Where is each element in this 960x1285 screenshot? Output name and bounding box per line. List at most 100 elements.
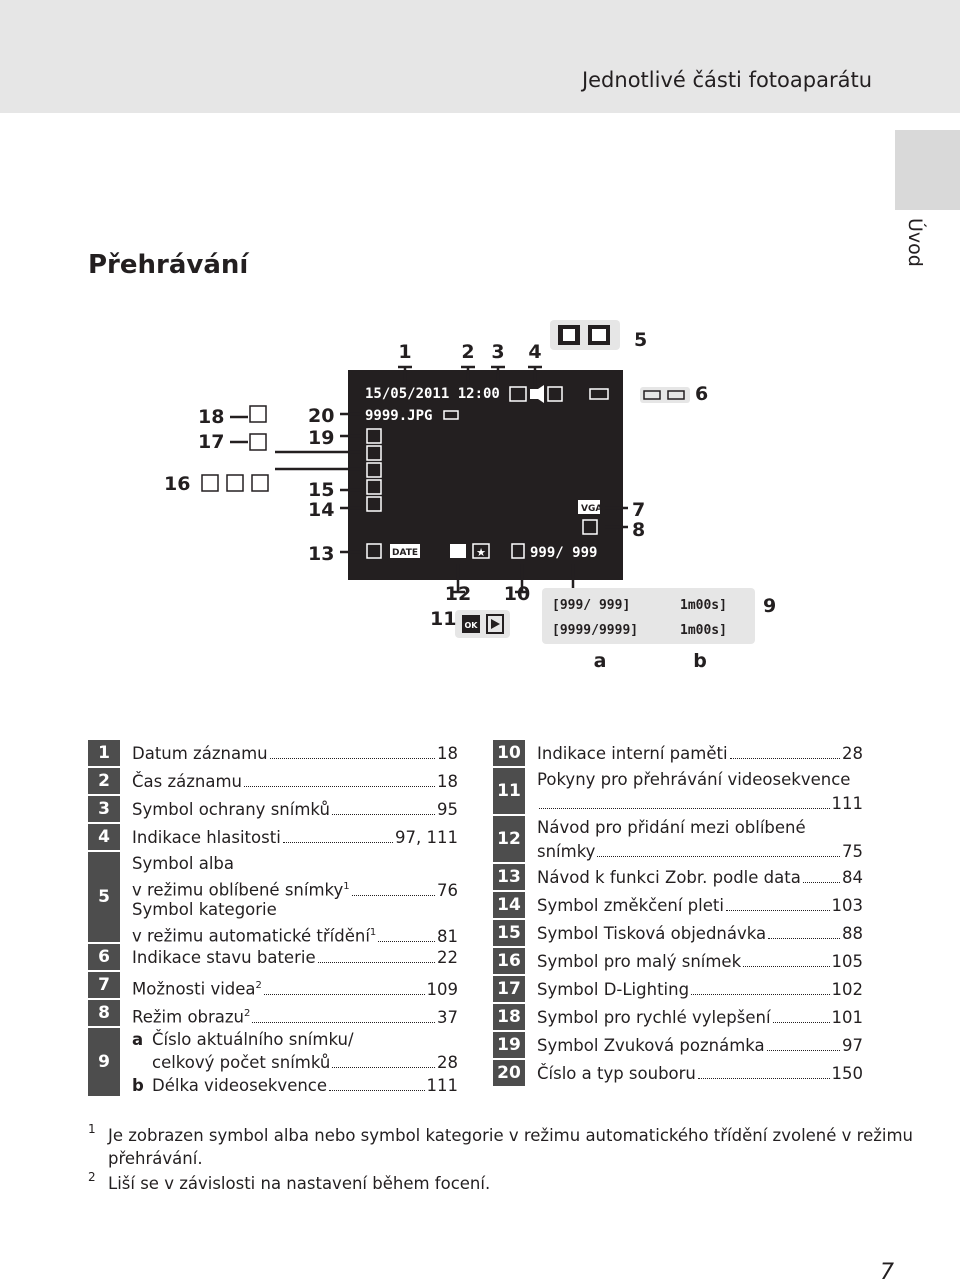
- date-icon: [390, 544, 420, 558]
- legend-page: 76: [437, 880, 458, 900]
- legend-label: Indikace stavu baterie: [132, 948, 316, 967]
- footnote-mark: 2: [88, 1170, 96, 1184]
- small-picture-1-icon: [201, 474, 219, 492]
- legend-label: Symbol D-Lighting: [537, 980, 690, 999]
- callout-15: 15: [308, 479, 334, 501]
- length-b1: 1m00s]: [680, 598, 727, 613]
- legend-label: Režim obrazu: [132, 1007, 245, 1027]
- side-tab-label: Úvod: [904, 218, 926, 267]
- legend-label: Pokyny pro přehrávání videosekvence: [537, 770, 851, 789]
- legend-label: Symbol změkčení pleti: [537, 896, 724, 915]
- print-order-icon: [366, 479, 382, 495]
- legend-num: 2: [88, 768, 120, 796]
- image-mode-icon: [582, 519, 598, 535]
- small-picture-2-icon: [226, 474, 244, 492]
- header-band: [0, 0, 960, 113]
- legend-label: Návod pro přidání mezi oblíbené: [537, 818, 806, 837]
- legend-page: 75: [842, 842, 863, 861]
- callout-9: 9: [763, 595, 776, 617]
- legend-page: 18: [437, 772, 458, 791]
- legend-label: Symbol kategorie: [132, 900, 277, 919]
- sound-w-icon: [509, 386, 527, 402]
- date-text: DATE: [392, 548, 418, 558]
- ok-icon: [450, 544, 466, 558]
- playback-screen-diagram: 15/05/2011 12:00 9999.JPG VGA DATE ★ 999…: [164, 320, 776, 672]
- legend-page: 37: [437, 1007, 458, 1027]
- callout-14: 14: [308, 499, 334, 521]
- legend-num: 8: [88, 1000, 120, 1028]
- legend-label: Číslo aktuálního snímku/: [152, 1030, 354, 1049]
- legend-num: 13: [493, 864, 525, 892]
- legend-label: Indikace hlasitosti: [132, 828, 281, 847]
- internal-memory-icon: [511, 543, 525, 559]
- callout-8: 8: [632, 519, 645, 541]
- legend-page: 97, 111: [395, 828, 458, 847]
- legend-num: 7: [88, 972, 120, 1000]
- callout-2: 2: [461, 341, 474, 363]
- callout-3: 3: [491, 341, 504, 363]
- footnote-2: 2 Liší se v závislosti na nastavení běhe…: [88, 1170, 918, 1196]
- legend-label: Číslo a typ souboru: [537, 1064, 696, 1083]
- legend-page: 101: [831, 1008, 864, 1027]
- vga-text: VGA: [581, 504, 602, 514]
- legend-label: Datum záznamu: [132, 744, 268, 763]
- legend-num: 9: [88, 1028, 120, 1098]
- callout-6: 6: [695, 383, 708, 405]
- legend-page: 111: [426, 1076, 459, 1095]
- legend-num: 15: [493, 920, 525, 948]
- callout-12: 12: [445, 583, 471, 605]
- voice-memo-icon: [366, 428, 382, 444]
- battery-indicator-group: [640, 387, 690, 403]
- screen-filename: 9999.JPG: [365, 408, 432, 424]
- movie-options-icon: [578, 500, 600, 514]
- callout-10: 10: [504, 583, 530, 605]
- counter-a2: [9999/9999]: [552, 623, 638, 638]
- footnote-1: 1 Je zobrazen symbol alba nebo symbol ka…: [88, 1122, 918, 1170]
- legend-row: 15 Symbol Tisková objednávka 88: [493, 920, 863, 948]
- sub-mark-a: a: [132, 1030, 144, 1049]
- d-lighting-outside-icon: [249, 433, 267, 451]
- callout-11: 11: [430, 608, 456, 630]
- footnote-mark: 1: [88, 1122, 96, 1136]
- legend-num: 20: [493, 1060, 525, 1088]
- legend-num: 1: [88, 740, 120, 768]
- legend-page: 88: [842, 924, 863, 943]
- legend-page: 97: [842, 1036, 863, 1055]
- legend-num: 18: [493, 1004, 525, 1032]
- legend-num: 14: [493, 892, 525, 920]
- legend-label: Symbol pro rychlé vylepšení: [537, 1008, 771, 1027]
- legend-num: 6: [88, 944, 120, 972]
- legend-page: 95: [437, 800, 458, 819]
- legend-row: 12 Návod pro přidání mezi oblíbené snímk…: [493, 816, 863, 864]
- legend-label: snímky: [537, 842, 596, 861]
- legend-page: 105: [831, 952, 864, 971]
- legend-page: 22: [437, 948, 458, 967]
- legend-num: 11: [493, 768, 525, 816]
- skin-softening-icon: [366, 496, 382, 512]
- callout-b: b: [693, 650, 707, 672]
- legend-label: Symbol Tisková objednávka: [537, 924, 767, 943]
- legend-label: Symbol pro malý snímek: [537, 952, 742, 971]
- legend-row: 11 Pokyny pro přehrávání videosekvence 1…: [493, 768, 863, 816]
- legend-label: celkový počet snímků: [152, 1053, 331, 1072]
- legend-label: Délka videosekvence: [152, 1076, 328, 1095]
- legend-page: 28: [437, 1053, 458, 1072]
- legend-label: Indikace interní paměti: [537, 744, 728, 763]
- legend-num: 10: [493, 740, 525, 768]
- callout-a: a: [594, 650, 607, 672]
- legend-label: Možnosti videa: [132, 979, 256, 999]
- running-header: Jednotlivé části fotoaparátu: [581, 68, 872, 92]
- favorite-star-icon: [472, 543, 490, 559]
- legend-num: 17: [493, 976, 525, 1004]
- callout-7: 7: [632, 499, 645, 521]
